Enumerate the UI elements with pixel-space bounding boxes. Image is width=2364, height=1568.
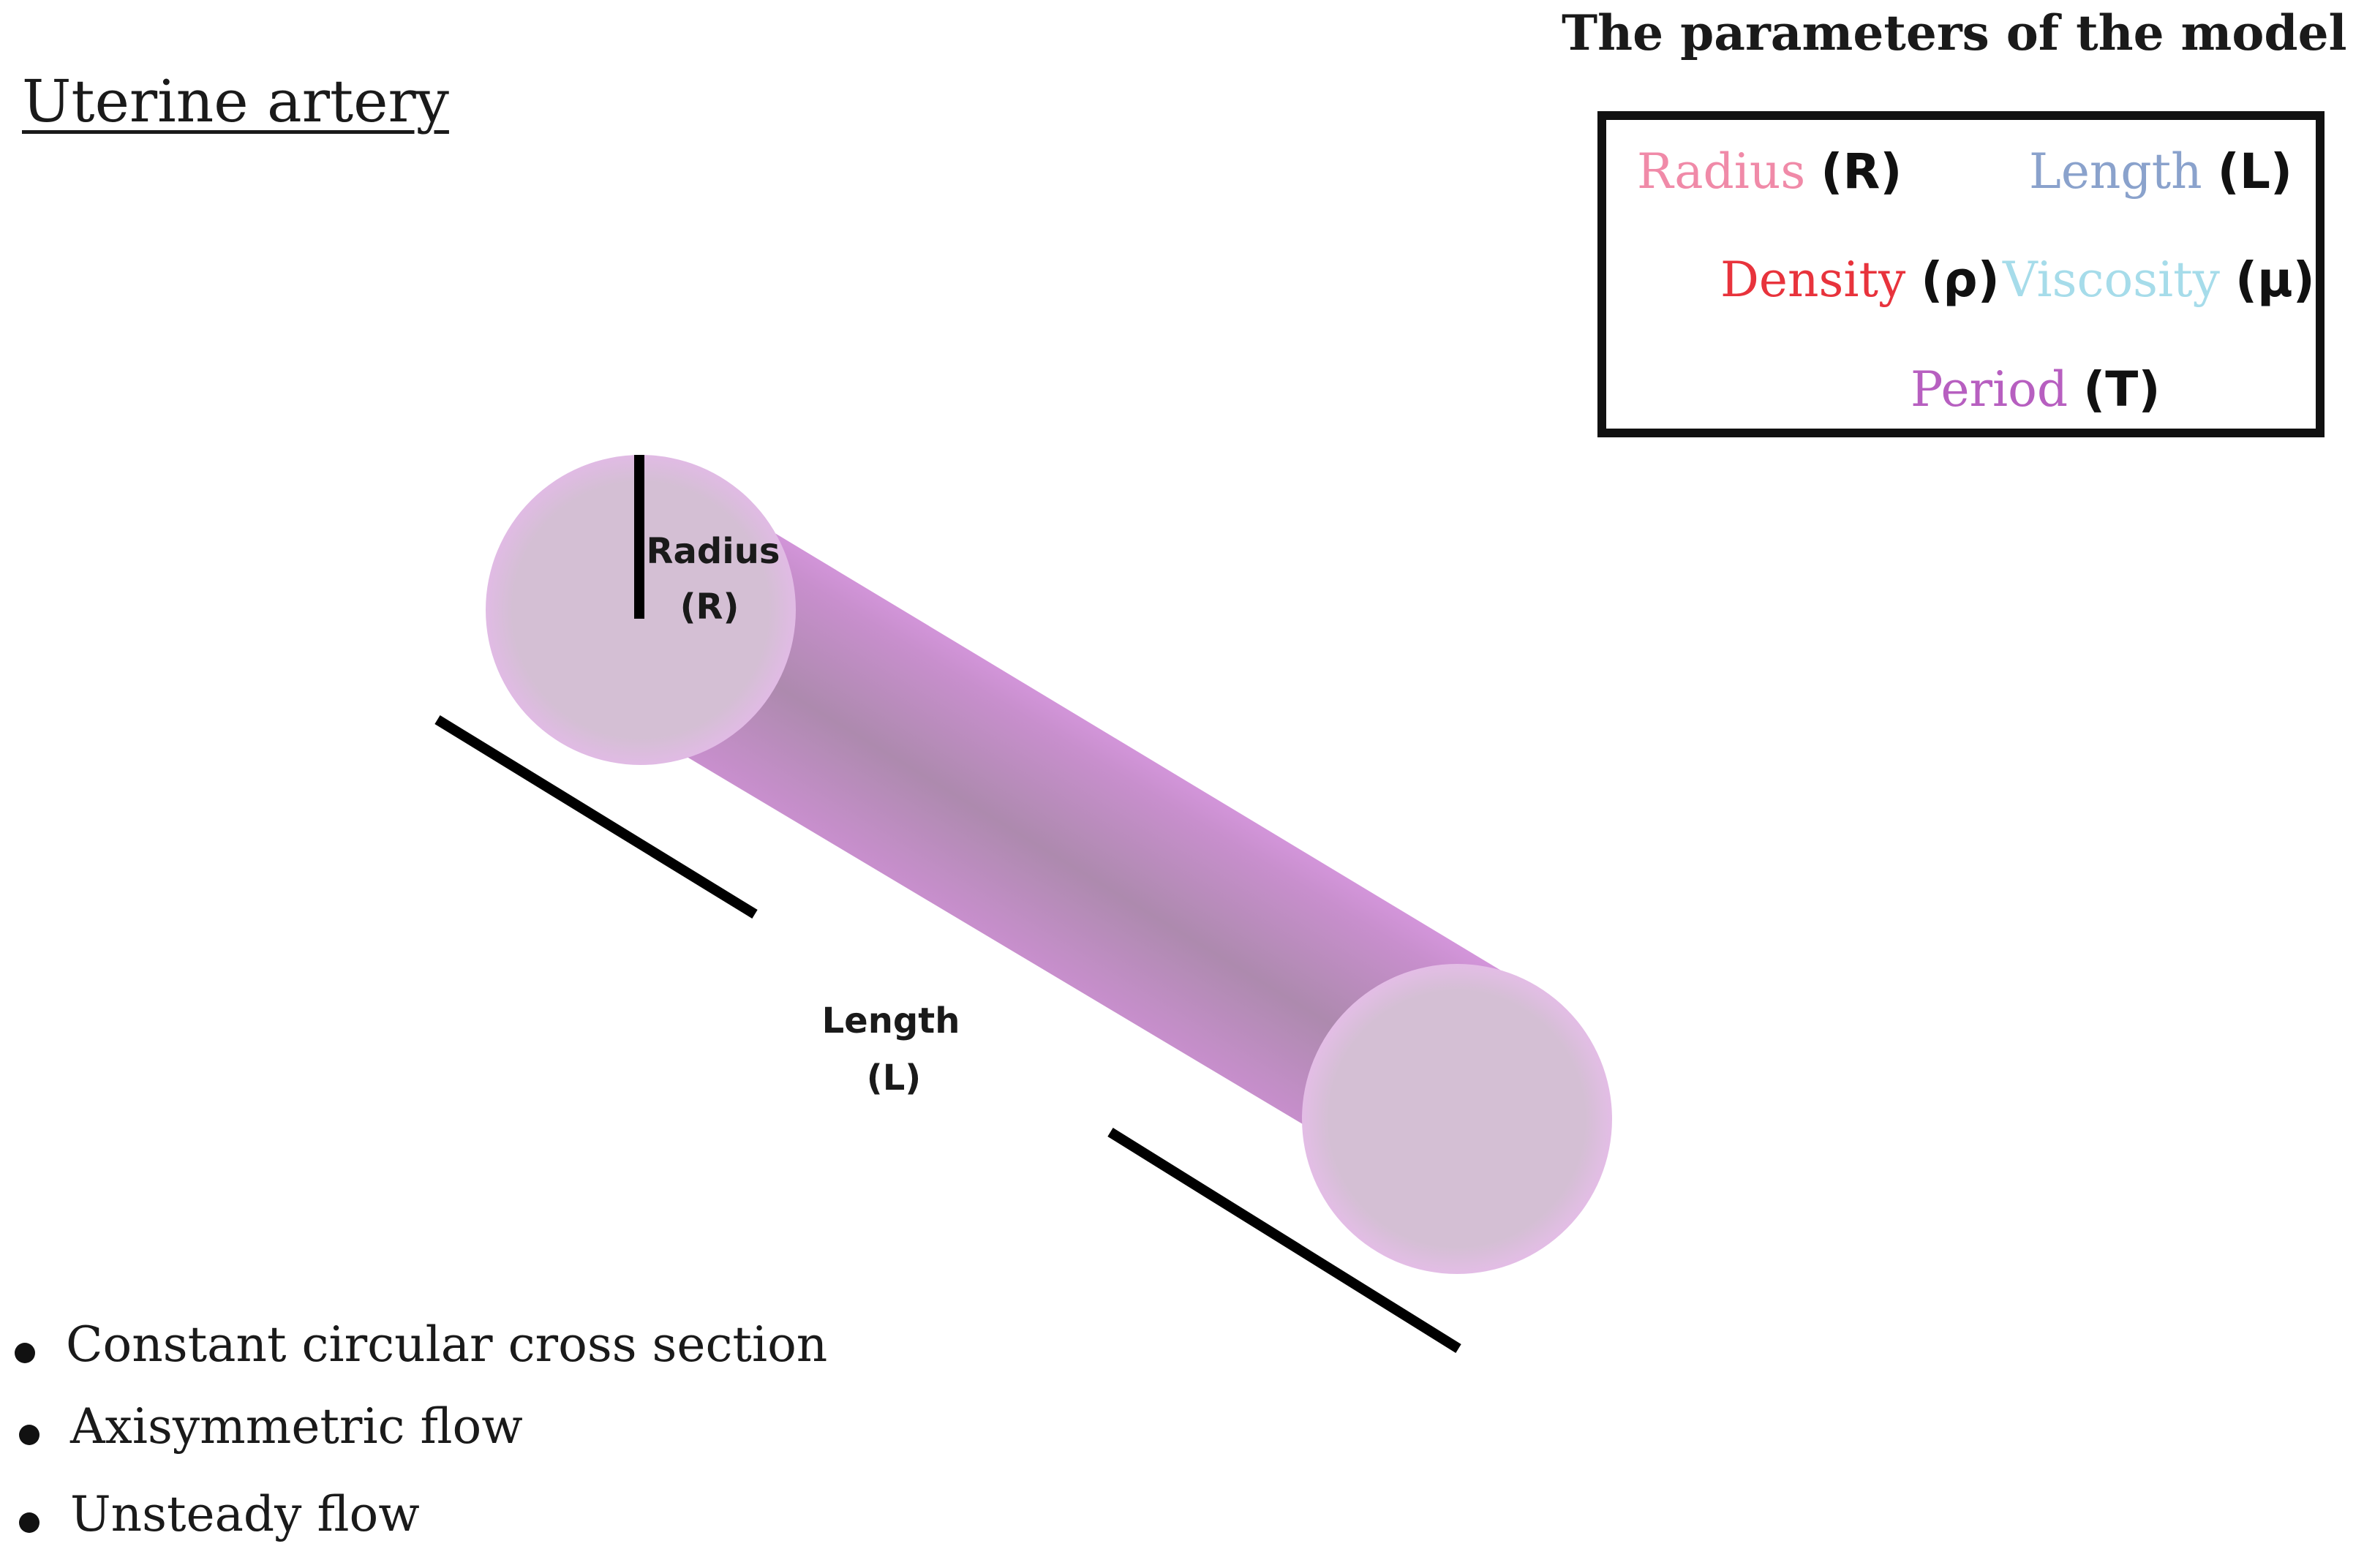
list-item: Axisymmetric flow (19, 1398, 832, 1480)
artery-cylinder-body (563, 476, 1523, 1185)
list-item: Constant circular cross section (15, 1316, 827, 1398)
param-period-name: Period (1911, 361, 2068, 418)
param-viscosity-symbol: (μ) (2235, 252, 2315, 308)
param-viscosity-name: Viscosity (2003, 252, 2220, 308)
radius-label: Radius (647, 531, 780, 572)
assumption-text: Axisymmetric flow (70, 1398, 523, 1455)
bullet-icon (15, 1343, 35, 1363)
assumption-text: Constant circular cross section (66, 1316, 828, 1373)
radius-symbol-label: (R) (680, 587, 739, 627)
param-viscosity: Viscosity (μ) (2003, 252, 2315, 308)
assumption-text: Unsteady flow (70, 1486, 420, 1542)
param-radius: Radius (R) (1637, 143, 1902, 200)
length-marker-line-upper (434, 715, 758, 919)
param-period-symbol: (T) (2083, 361, 2161, 418)
param-density: Density (ρ) (1720, 252, 2000, 308)
diagram-title: Uterine artery (22, 67, 449, 135)
param-length: Length (L) (2029, 143, 2292, 200)
length-marker-line-lower (1107, 1128, 1461, 1353)
list-item: Unsteady flow (19, 1486, 832, 1568)
param-density-symbol: (ρ) (1921, 252, 2000, 308)
parameters-heading: The parameters of the model are: (1562, 4, 2364, 61)
bullet-icon (19, 1425, 39, 1445)
assumptions-list: Constant circular cross section Axisymme… (15, 1316, 827, 1562)
param-density-name: Density (1720, 252, 1906, 308)
length-symbol-label: (L) (867, 1058, 921, 1098)
param-radius-name: Radius (1637, 143, 1806, 200)
param-period: Period (T) (1911, 361, 2161, 418)
param-length-name: Length (2029, 143, 2202, 200)
parameters-box: Radius (R) Length (L) Density (ρ) Viscos… (1597, 111, 2325, 437)
artery-end-cap-right (1302, 964, 1612, 1274)
length-label: Length (822, 1000, 960, 1041)
param-radius-symbol: (R) (1821, 143, 1902, 200)
bullet-icon (19, 1512, 39, 1533)
param-length-symbol: (L) (2217, 143, 2293, 200)
